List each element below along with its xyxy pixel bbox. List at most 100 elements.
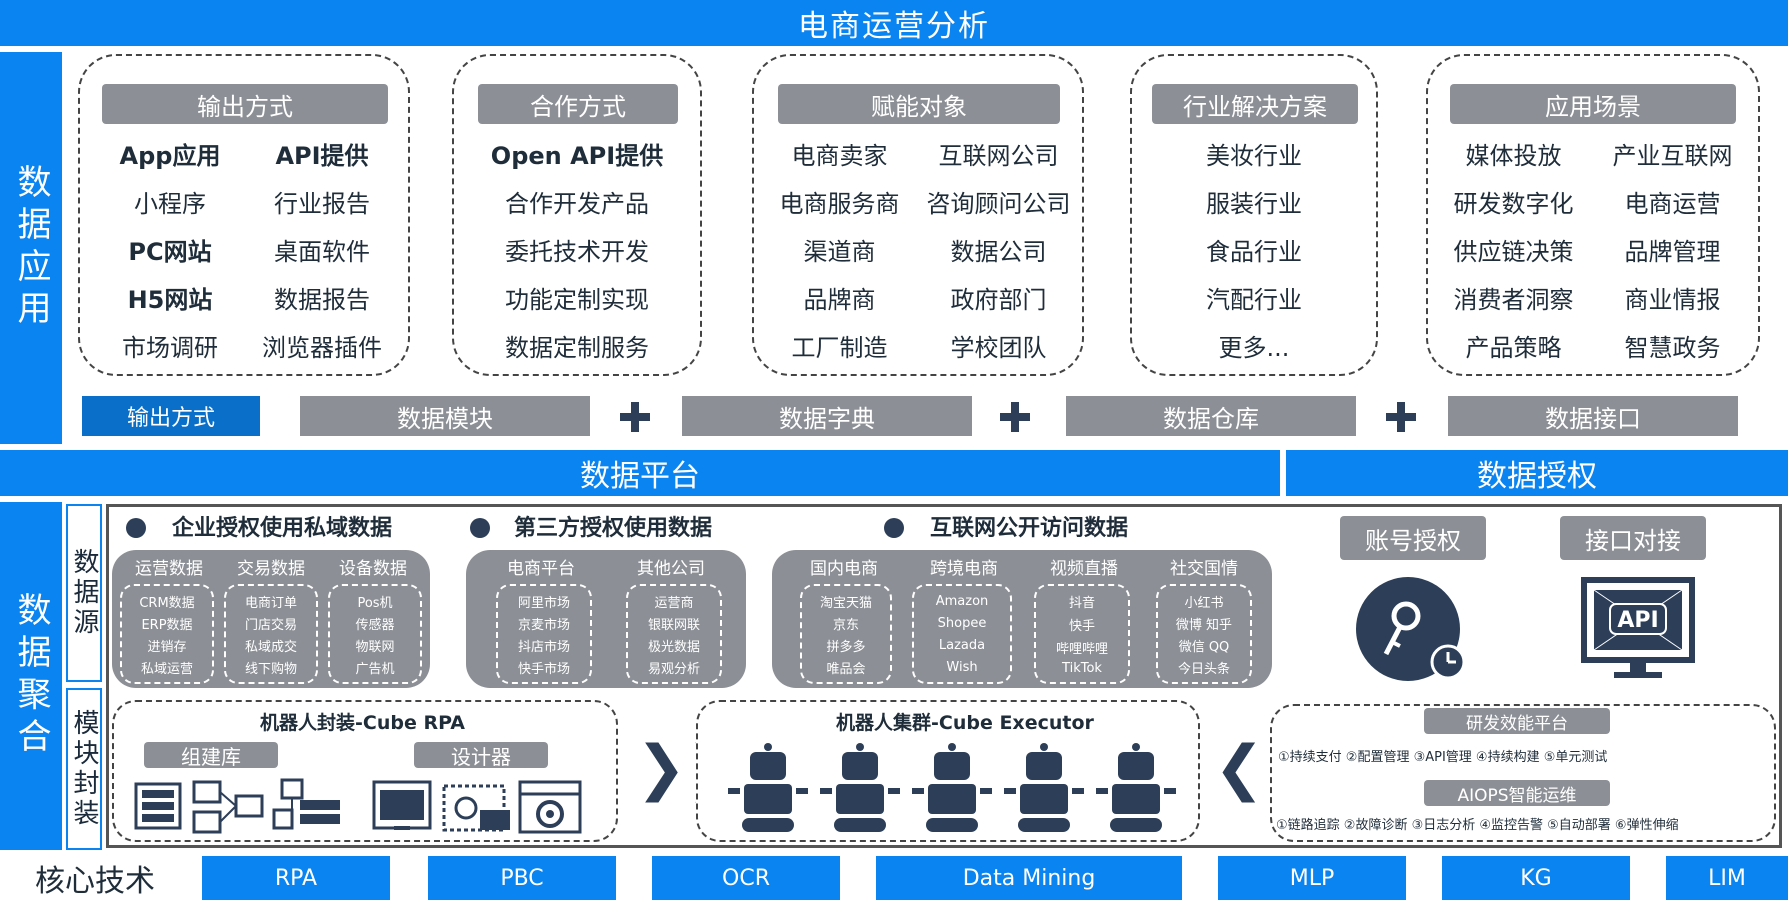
app-box-header: 输出方式 bbox=[102, 84, 388, 124]
label-data-app: 数据应用 bbox=[0, 52, 62, 444]
list-item: 门店交易 bbox=[244, 617, 297, 633]
list-item: 服装行业 bbox=[1206, 190, 1302, 218]
output-label: 输出方式 bbox=[82, 396, 260, 436]
list-item: 极光数据 bbox=[647, 639, 700, 655]
list-item: 今日头条 bbox=[1177, 661, 1230, 677]
list-item: 私域运营 bbox=[140, 661, 193, 677]
api-text: API bbox=[1617, 607, 1659, 633]
list-item: TikTok bbox=[1062, 661, 1102, 676]
list-item: 美妆行业 bbox=[1206, 142, 1302, 170]
source-panel-public: 国内电商 跨境电商 视频直播 社交国情 淘宝天猫 京东 拼多多 唯品会 Amaz… bbox=[772, 550, 1272, 688]
list-item: 学校团队 bbox=[950, 334, 1047, 362]
label-data-source-text: 数据源 bbox=[69, 548, 99, 638]
list-item: CRM数据 bbox=[139, 595, 195, 611]
column-header: 社交国情 bbox=[1170, 559, 1238, 579]
app-box-header: 行业解决方案 bbox=[1152, 84, 1358, 124]
list-item: 银联网联 bbox=[647, 617, 700, 633]
list-item: 市场调研 bbox=[122, 334, 218, 362]
list-item: 桌面软件 bbox=[274, 238, 370, 266]
list-item: 抖音 bbox=[1068, 596, 1095, 611]
list-item: 智慧政务 bbox=[1624, 334, 1721, 362]
source-list: 抖音 快手 哔哩哔哩 TikTok bbox=[1034, 584, 1130, 684]
column-header: 其他公司 bbox=[637, 559, 705, 579]
component-library-label: 组建库 bbox=[144, 742, 278, 769]
source-list: Pos机 传感器 物联网 广告机 bbox=[328, 584, 422, 684]
list-item: 浏览器插件 bbox=[262, 334, 382, 362]
rd-box: 研发效能平台 ①持续支付 ②配置管理 ③API管理 ④持续构建 ⑤单元测试 AI… bbox=[1270, 704, 1776, 842]
api-monitor-icon bbox=[1581, 577, 1695, 678]
aiops-title: AIOPS智能运维 bbox=[1424, 780, 1610, 806]
list-item: 抖店市场 bbox=[517, 639, 570, 655]
list-item: 线下购物 bbox=[244, 661, 297, 677]
tech-rpa: RPA bbox=[202, 856, 390, 900]
module-bar-data-module: 数据模块 bbox=[300, 396, 590, 436]
list-item: 运营商 bbox=[654, 595, 694, 611]
app-box-cooperation: 合作方式 Open API提供 合作开发产品 委托技术开发 功能定制实现 数据定… bbox=[452, 54, 702, 376]
tech-lim: LIM bbox=[1666, 856, 1788, 900]
list-item: 汽配行业 bbox=[1206, 286, 1302, 314]
column-header: 电商平台 bbox=[507, 559, 575, 579]
list-item: 电商运营 bbox=[1624, 190, 1721, 218]
list-item: Open API提供 bbox=[490, 142, 664, 170]
key-clock-icon bbox=[1356, 577, 1466, 681]
robot-icon bbox=[728, 743, 808, 832]
plus-icon bbox=[1386, 402, 1416, 432]
tech-data-mining: Data Mining bbox=[876, 856, 1182, 900]
component-library-icons bbox=[134, 778, 340, 834]
list-item: 互联网公司 bbox=[938, 142, 1059, 170]
designer-label: 设计器 bbox=[414, 742, 548, 769]
source-list: CRM数据 ERP数据 进销存 私域运营 bbox=[120, 584, 214, 684]
source-title-thirdparty: 第三方授权使用数据 bbox=[514, 516, 713, 541]
app-box-header: 应用场景 bbox=[1450, 84, 1736, 124]
app-box-industry: 行业解决方案 美妆行业 服装行业 食品行业 汽配行业 更多... bbox=[1130, 54, 1378, 376]
list-item: 拼多多 bbox=[826, 639, 866, 655]
list-item: Amazon bbox=[935, 593, 989, 609]
app-box-header: 赋能对象 bbox=[778, 84, 1060, 124]
aggregation-frame bbox=[106, 504, 1782, 848]
bullet-icon bbox=[884, 518, 904, 538]
label-data-agg-text: 数据聚合 bbox=[11, 592, 51, 760]
label-data-source: 数据源 bbox=[66, 504, 102, 682]
module-bar-data-warehouse: 数据仓库 bbox=[1066, 396, 1356, 436]
plus-icon bbox=[620, 402, 650, 432]
plus-icon bbox=[1000, 402, 1030, 432]
aiops-items: ①链路追踪 ②故障诊断 ③日志分析 ④监控告警 ⑤自动部署 ⑥弹性伸缩 bbox=[1276, 818, 1679, 833]
list-item: 小红书 bbox=[1184, 595, 1224, 611]
source-title-public: 互联网公开访问数据 bbox=[930, 516, 1129, 541]
module-bar-data-dict: 数据字典 bbox=[682, 396, 972, 436]
list-item: 咨询顾问公司 bbox=[926, 190, 1071, 218]
list-item: 微信 QQ bbox=[1178, 639, 1230, 655]
bullet-icon bbox=[470, 518, 490, 538]
list-item: ERP数据 bbox=[141, 617, 193, 633]
list-item: 广告机 bbox=[355, 661, 395, 677]
tech-pbc: PBC bbox=[428, 856, 616, 900]
app-box-output: 输出方式 App应用 API提供 小程序 行业报告 PC网站 桌面软件 H5网站… bbox=[78, 54, 410, 376]
list-item: API提供 bbox=[275, 142, 369, 170]
list-item: 快手 bbox=[1068, 619, 1095, 634]
authorization-bar: 数据授权 bbox=[1286, 450, 1788, 496]
list-item: Wish bbox=[946, 659, 978, 675]
platform-bar: 数据平台 bbox=[0, 450, 1280, 496]
list-item: 京东 bbox=[832, 617, 859, 633]
label-data-agg: 数据聚合 bbox=[0, 502, 62, 850]
list-item: 小程序 bbox=[134, 190, 206, 218]
list-item: Pos机 bbox=[357, 595, 393, 611]
rpa-title: 机器人封装-Cube RPA bbox=[260, 712, 465, 734]
core-tech-label: 核心技术 bbox=[35, 864, 155, 899]
app-box-header: 合作方式 bbox=[478, 84, 678, 124]
source-list: 淘宝天猫 京东 拼多多 唯品会 bbox=[800, 584, 892, 684]
list-item: 工厂制造 bbox=[791, 334, 888, 362]
label-data-app-text: 数据应用 bbox=[11, 164, 51, 332]
list-item: Lazada bbox=[938, 637, 986, 653]
source-panel-private: 运营数据 交易数据 设备数据 CRM数据 ERP数据 进销存 私域运营 电商订单… bbox=[112, 550, 430, 688]
source-list: Amazon Shopee Lazada Wish bbox=[912, 584, 1012, 684]
list-item: 食品行业 bbox=[1206, 238, 1302, 266]
list-item: 哔哩哔哩 bbox=[1055, 642, 1108, 657]
column-header: 国内电商 bbox=[810, 559, 878, 579]
module-bar-data-interface: 数据接口 bbox=[1448, 396, 1738, 436]
list-item: 京麦市场 bbox=[517, 617, 570, 633]
list-item: 政府部门 bbox=[950, 286, 1047, 314]
column-header: 跨境电商 bbox=[930, 559, 998, 579]
account-auth-button: 账号授权 bbox=[1340, 516, 1486, 560]
app-box-empower: 赋能对象 电商卖家 互联网公司 电商服务商 咨询顾问公司 渠道商 数据公司 品牌… bbox=[752, 54, 1084, 376]
